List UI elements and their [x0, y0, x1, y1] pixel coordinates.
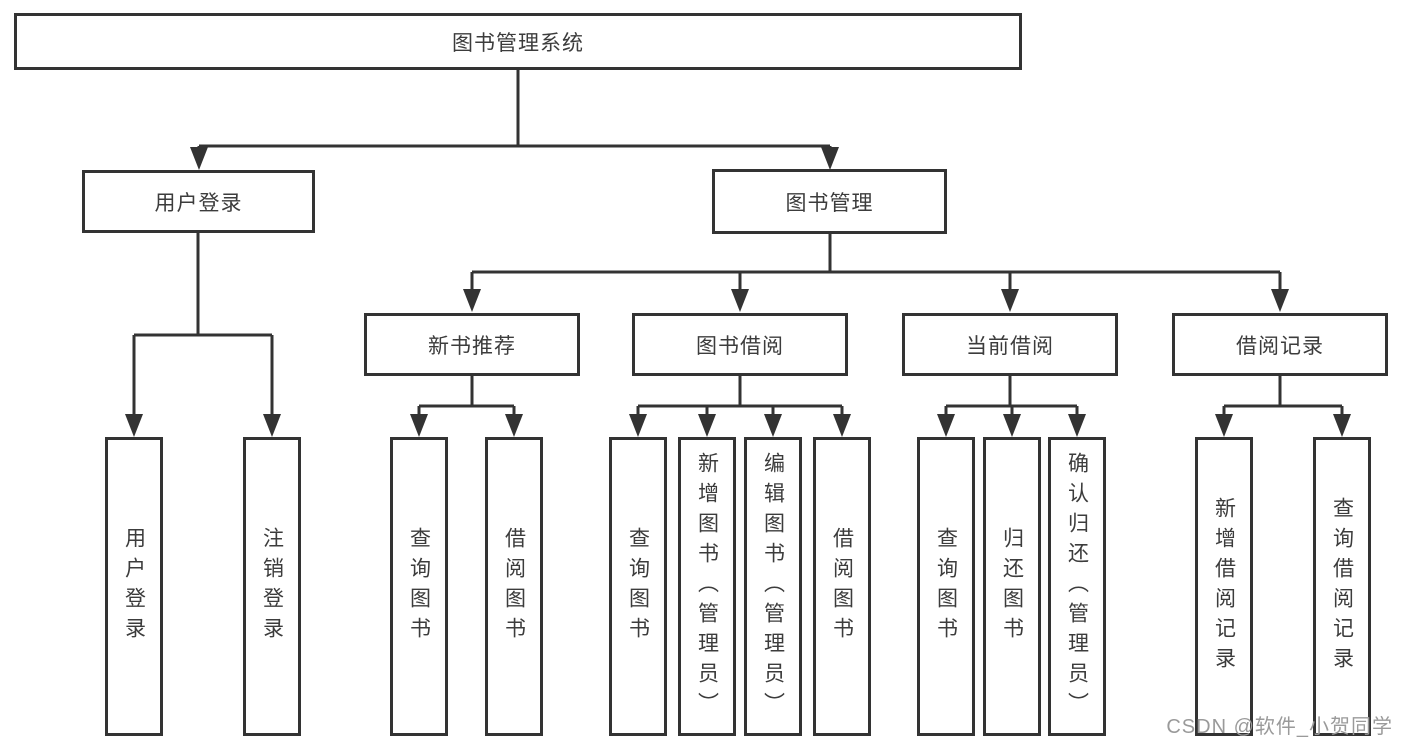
node-label: 新书推荐 — [428, 334, 516, 358]
node-label: 借阅记录 — [1236, 334, 1324, 358]
leaf-label: 新增图书（管理员） — [695, 451, 719, 722]
node-library-system: 图书管理系统 — [14, 13, 1022, 70]
arrowheads — [125, 147, 1351, 437]
leaf-label: 查询图书 — [934, 526, 958, 647]
leaf-add-book-admin: 新增图书（管理员） — [678, 437, 736, 736]
leaf-borrow-books-recommend: 借阅图书 — [485, 437, 543, 736]
leaf-add-borrow-record: 新增借阅记录 — [1195, 437, 1253, 736]
csdn-watermark: CSDN @软件_小贺同学 — [1166, 716, 1393, 738]
node-label: 图书借阅 — [696, 334, 784, 358]
leaf-label: 查询图书 — [407, 526, 431, 647]
leaf-user-login: 用户登录 — [105, 437, 163, 736]
leaf-edit-book-admin: 编辑图书（管理员） — [744, 437, 802, 736]
leaf-label: 查询借阅记录 — [1330, 496, 1354, 677]
node-label: 图书管理系统 — [452, 31, 584, 55]
node-book-management: 图书管理 — [712, 169, 947, 234]
leaf-confirm-return-admin: 确认归还（管理员） — [1048, 437, 1106, 736]
leaf-label: 注销登录 — [260, 526, 284, 647]
leaf-logout: 注销登录 — [243, 437, 301, 736]
leaf-return-books: 归还图书 — [983, 437, 1041, 736]
node-book-borrow: 图书借阅 — [632, 313, 848, 376]
node-current-borrow: 当前借阅 — [902, 313, 1118, 376]
node-user-login: 用户登录 — [82, 170, 315, 233]
leaf-label: 归还图书 — [1000, 526, 1024, 647]
leaf-label: 编辑图书（管理员） — [761, 451, 785, 722]
node-borrow-records: 借阅记录 — [1172, 313, 1388, 376]
leaf-query-books-borrow: 查询图书 — [609, 437, 667, 736]
leaf-query-books-current: 查询图书 — [917, 437, 975, 736]
leaf-label: 确认归还（管理员） — [1065, 451, 1089, 722]
leaf-borrow-books: 借阅图书 — [813, 437, 871, 736]
leaf-query-books-recommend: 查询图书 — [390, 437, 448, 736]
node-label: 用户登录 — [154, 191, 243, 215]
node-label: 图书管理 — [785, 191, 874, 215]
leaf-label: 用户登录 — [122, 526, 146, 647]
node-new-book-recommend: 新书推荐 — [364, 313, 580, 376]
leaf-label: 查询图书 — [626, 526, 650, 647]
leaf-label: 新增借阅记录 — [1212, 496, 1236, 677]
leaf-query-borrow-record: 查询借阅记录 — [1313, 437, 1371, 736]
leaf-label: 借阅图书 — [830, 526, 854, 647]
node-label: 当前借阅 — [966, 334, 1054, 358]
leaf-label: 借阅图书 — [502, 526, 526, 647]
